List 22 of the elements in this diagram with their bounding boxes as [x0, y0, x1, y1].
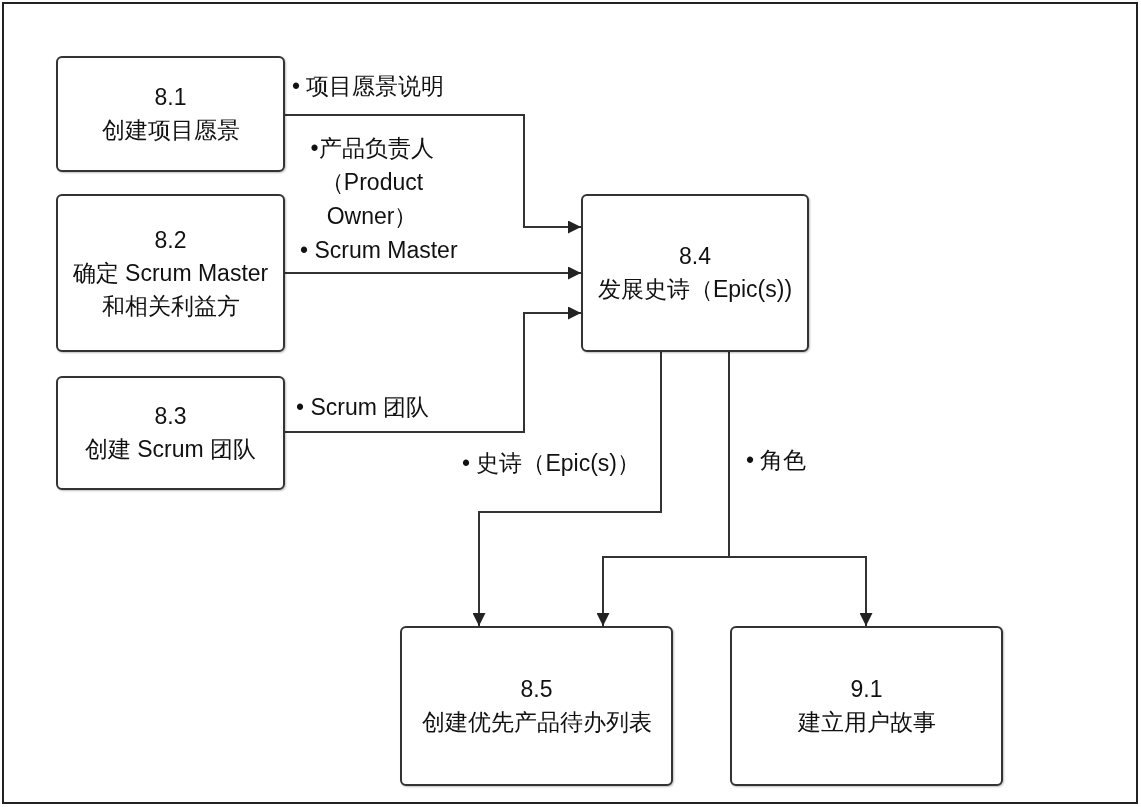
process-box	[56, 376, 285, 490]
process-box	[56, 194, 285, 352]
arrow	[284, 306, 582, 433]
step-number: 8.1	[154, 83, 187, 112]
process-box	[581, 194, 809, 352]
step-number: 8.3	[154, 402, 187, 431]
step-number: 9.1	[850, 675, 883, 704]
step-title: 确定 Scrum Master 和相关利益方	[72, 258, 269, 321]
step-title: 建立用户故事	[797, 708, 936, 737]
step-number: 8.2	[154, 225, 187, 255]
step-number: 8.4	[679, 242, 711, 271]
step-title: 发展史诗（Epic(s))	[597, 275, 793, 304]
arrow	[284, 266, 582, 280]
arrow	[284, 114, 582, 234]
step-title: 创建项目愿景	[101, 116, 240, 145]
process-box	[400, 626, 673, 786]
process-box	[56, 56, 285, 172]
process-box	[730, 626, 1003, 786]
step-number: 8.5	[520, 675, 553, 704]
step-title: 创建优先产品待办列表	[421, 708, 652, 737]
step-title: 创建 Scrum 团队	[84, 435, 257, 464]
arrow	[472, 351, 662, 627]
